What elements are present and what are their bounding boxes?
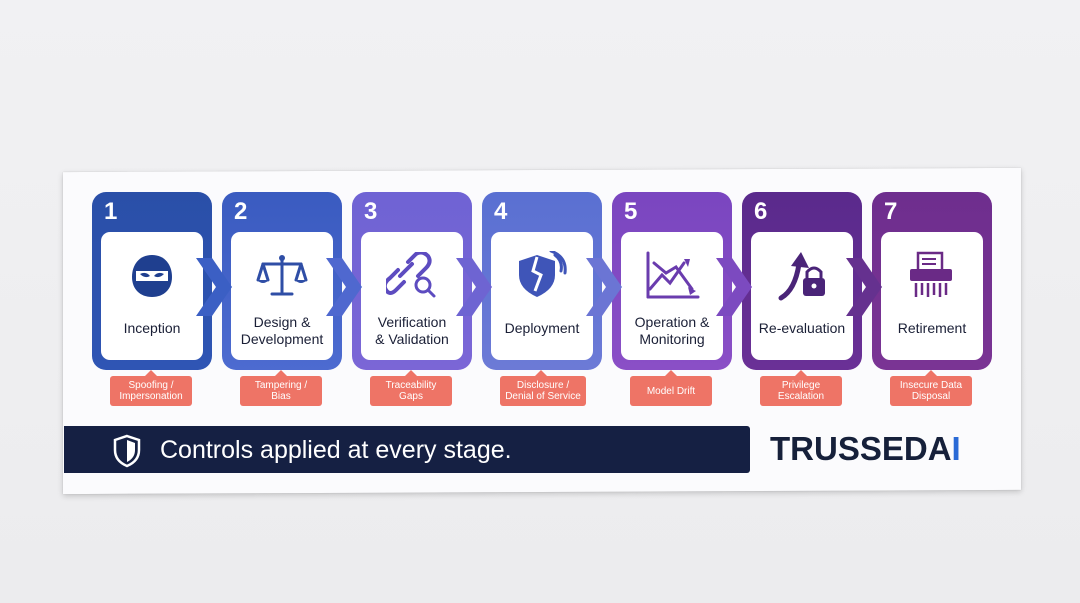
- stage-panel: Operation & Monitoring: [621, 232, 723, 360]
- arrow-right-icon: [586, 258, 622, 316]
- stage-6: 6 Re-evaluation: [742, 192, 862, 370]
- stage-panel: Design & Development: [231, 232, 333, 360]
- arrow-right-icon: [456, 258, 492, 316]
- risk-tag: Disclosure /Denial of Service: [500, 370, 586, 406]
- shield-icon: [113, 434, 141, 468]
- stage-panel: Re-evaluation: [751, 232, 853, 360]
- risk-tag: Spoofing /Impersonation: [110, 370, 192, 406]
- link-search-icon: [361, 250, 463, 302]
- drift-chart-icon: [621, 250, 723, 302]
- broken-shield-icon: [491, 250, 593, 302]
- controls-banner: Controls applied at every stage.: [64, 426, 750, 473]
- stage-number: 6: [754, 198, 768, 225]
- stage-label: Design & Development: [240, 314, 324, 347]
- stage-number: 5: [624, 198, 638, 225]
- scales-icon: [231, 250, 333, 302]
- stage-label: Operation & Monitoring: [634, 314, 710, 347]
- stage-number: 7: [884, 198, 898, 225]
- stage-label: Verification & Validation: [375, 314, 449, 347]
- escalation-lock-icon: [751, 250, 853, 302]
- stage-label: Inception: [123, 320, 181, 336]
- shredder-icon: [881, 250, 983, 302]
- mask-icon: [101, 250, 203, 302]
- arrow-right-icon: [196, 258, 232, 316]
- stage-7: 7 Retirement: [872, 192, 992, 370]
- stage-number: 4: [494, 198, 508, 225]
- stage-label: Retirement: [897, 320, 967, 336]
- stage-number: 3: [364, 198, 378, 225]
- stage-label: Re-evaluation: [758, 320, 846, 336]
- arrow-right-icon: [846, 258, 882, 316]
- stage-5: 5 Operation & Monitoring: [612, 192, 732, 370]
- banner-text: Controls applied at every stage.: [160, 436, 512, 464]
- stage-number: 1: [104, 198, 118, 225]
- stage-panel: Inception: [101, 232, 203, 360]
- trussedai-logo: TRUSSEDAI: [770, 430, 961, 467]
- stage-2: 2 Design & Development: [222, 192, 342, 370]
- arrow-right-icon: [326, 258, 362, 316]
- stage-panel: Deployment: [491, 232, 593, 360]
- arrow-right-icon: [716, 258, 752, 316]
- stage-panel: Verification & Validation: [361, 232, 463, 360]
- stage-4: 4 Deployment: [482, 192, 602, 370]
- stage-1: 1 Inception: [92, 192, 212, 370]
- stage-3: 3 Verification & Validation: [352, 192, 472, 370]
- risk-tag: Tampering /Bias: [240, 370, 322, 406]
- risk-tag: Model Drift: [630, 370, 712, 406]
- stage-label: Deployment: [504, 320, 580, 336]
- stage-panel: Retirement: [881, 232, 983, 360]
- stage-number: 2: [234, 198, 248, 225]
